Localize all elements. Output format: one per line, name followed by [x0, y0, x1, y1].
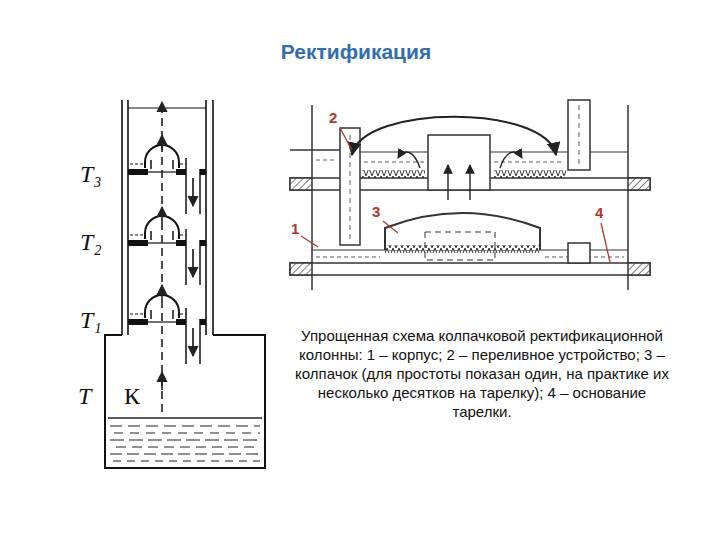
drawing-part	[105, 335, 265, 468]
drawing-part	[469, 165, 470, 200]
drawing-part	[362, 170, 425, 178]
drawing-part	[110, 453, 260, 454]
drawing-part	[290, 178, 312, 190]
drawing-part	[116, 446, 260, 447]
drawing-part	[428, 135, 490, 190]
drawing-part	[352, 117, 556, 155]
drawing-part	[590, 152, 628, 153]
callout-number: 3	[371, 203, 381, 220]
drawing-part	[128, 216, 206, 285]
drawing-part	[127, 100, 129, 335]
drawing-part	[205, 100, 207, 335]
drawing-part	[568, 243, 590, 263]
temperature-label: T₁	[80, 306, 102, 334]
drawing-part	[108, 417, 262, 419]
drawing-part	[385, 213, 540, 250]
drawing-part	[128, 108, 206, 109]
column-liquid	[108, 418, 262, 461]
drawing-part	[212, 100, 214, 335]
drawing-part	[110, 439, 260, 440]
temperature-label: T₂	[80, 228, 102, 256]
drawing-part	[290, 263, 650, 275]
callout-number: 4	[594, 204, 604, 221]
drawing-part	[398, 152, 420, 168]
page-title: Ректификация	[0, 40, 716, 64]
drawing-part	[385, 245, 540, 253]
drawing-part	[494, 162, 564, 163]
drawing-part	[447, 165, 448, 200]
boiler-label: К	[124, 382, 140, 410]
drawing-part	[161, 372, 163, 390]
drawing-part	[114, 432, 260, 433]
drawing-part	[128, 145, 206, 214]
drawing-part	[290, 149, 340, 151]
drawing-part	[301, 236, 318, 247]
drawing-part	[579, 105, 580, 165]
drawing-part	[340, 128, 352, 150]
drawing-part	[121, 100, 123, 335]
drawing-part	[494, 170, 566, 178]
drawing-part	[364, 162, 424, 163]
drawing-part	[161, 102, 163, 412]
drawing-part	[290, 263, 312, 275]
drawing-part	[161, 285, 163, 300]
drawing-part	[128, 295, 206, 364]
plate-detail	[290, 100, 650, 290]
drawing-part	[601, 223, 610, 262]
drawing-part	[161, 135, 163, 150]
callout-leaders	[301, 128, 610, 262]
column-shell	[105, 100, 265, 468]
drawing-part	[113, 460, 260, 461]
drawing-part	[383, 221, 398, 233]
flow-arrows	[352, 117, 556, 200]
temperature-label: T₃	[80, 160, 102, 188]
drawing-part	[110, 425, 260, 426]
figure-caption: Упрощенная схема колпачковой ректификаци…	[292, 326, 672, 421]
drawing-part	[161, 207, 163, 222]
vapour-flow	[161, 102, 163, 412]
drawing-part	[500, 152, 522, 168]
drawing-part	[316, 257, 380, 258]
temperature-label: T	[78, 382, 91, 410]
drawing-part	[350, 135, 351, 240]
drawing-part	[316, 160, 336, 161]
callout-number: 2	[328, 109, 338, 126]
drawing-part	[628, 263, 650, 275]
drawing-part	[568, 100, 590, 170]
drawing-part	[425, 232, 495, 260]
callout-number: 1	[290, 220, 300, 237]
drawing-part	[628, 178, 650, 190]
